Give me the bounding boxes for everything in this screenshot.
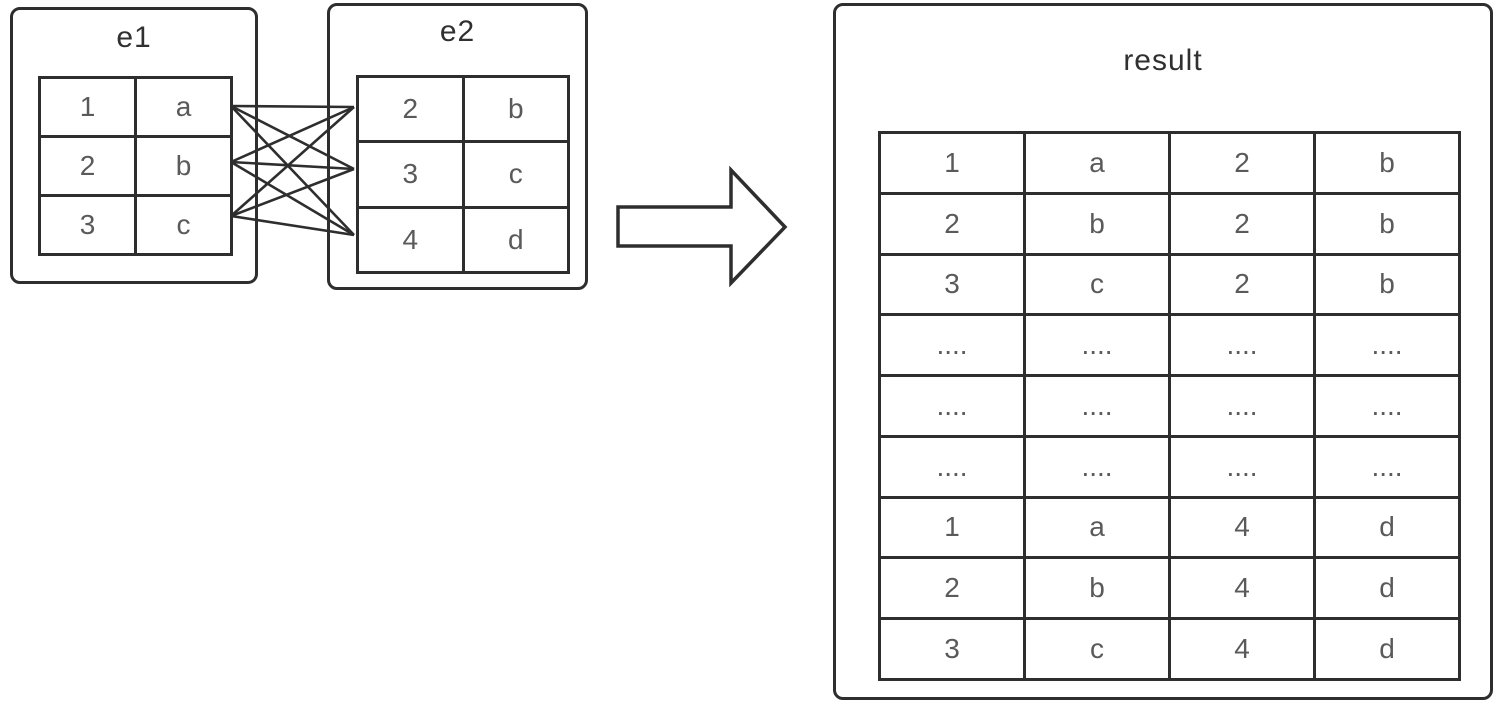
- table-cell: a: [1023, 131, 1171, 195]
- table-cell: 3: [38, 194, 137, 256]
- table-cell: c: [461, 140, 570, 209]
- e2-group-box: e2 2 b 3 c 4 d: [327, 3, 588, 290]
- table-cell: 2: [1168, 131, 1316, 195]
- table-row: .... .... .... ....: [878, 434, 1461, 499]
- table-cell: ....: [1168, 434, 1316, 499]
- table-cell: b: [1313, 252, 1461, 317]
- table-row: 1 a 4 d: [878, 495, 1461, 560]
- table-cell: b: [134, 135, 233, 197]
- table-cell: 1: [878, 131, 1026, 195]
- table-cell: b: [461, 74, 570, 144]
- table-cell: ....: [878, 313, 1026, 378]
- table-row: 1 a 2 b: [878, 131, 1461, 195]
- table-cell: b: [1023, 191, 1171, 256]
- table-row: .... .... .... ....: [878, 313, 1461, 378]
- table-cell: 2: [1168, 252, 1316, 317]
- table-cell: 4: [1168, 556, 1316, 621]
- table-cell: ....: [1023, 374, 1171, 438]
- table-cell: 4: [1168, 495, 1316, 560]
- table-row: 2 b 2 b: [878, 191, 1461, 256]
- table-row: 3 c 4 d: [878, 617, 1461, 681]
- e1-group-box: e1 1 a 2 b 3 c: [10, 7, 258, 284]
- table-row: 1 a: [38, 76, 233, 138]
- e1-title: e1: [116, 21, 152, 54]
- e2-title: e2: [439, 15, 476, 48]
- transform-arrow-icon: [616, 165, 788, 288]
- table-cell: 2: [356, 74, 465, 144]
- table-cell: c: [134, 194, 233, 256]
- table-cell: b: [1313, 191, 1461, 256]
- table-row: 3 c 2 b: [878, 252, 1461, 317]
- table-row: .... .... .... ....: [878, 374, 1461, 438]
- table-cell: ....: [878, 434, 1026, 499]
- table-row: 3 c: [38, 194, 233, 256]
- table-cell: d: [1313, 495, 1461, 560]
- table-cell: 2: [878, 556, 1026, 621]
- table-cell: ....: [1313, 313, 1461, 378]
- table-cell: b: [1313, 131, 1461, 195]
- table-cell: ....: [1023, 313, 1171, 378]
- table-cell: ....: [1313, 374, 1461, 438]
- table-cell: 1: [38, 76, 137, 138]
- table-cell: ....: [1168, 374, 1316, 438]
- table-cell: d: [1313, 617, 1461, 681]
- table-cell: a: [134, 76, 233, 138]
- table-cell: 2: [1168, 191, 1316, 256]
- table-row: 2 b: [38, 135, 233, 197]
- table-cell: 4: [356, 205, 465, 275]
- table-cell: a: [1023, 495, 1171, 560]
- table-cell: 3: [356, 140, 465, 209]
- table-cell: 4: [1168, 617, 1316, 681]
- result-title: result: [1123, 44, 1203, 77]
- table-cell: c: [1023, 252, 1171, 317]
- result-table: 1 a 2 b 2 b 2 b 3 c 2 b ..: [878, 131, 1461, 681]
- table-cell: 2: [878, 191, 1026, 256]
- table-cell: ....: [1023, 434, 1171, 499]
- table-row: 2 b: [356, 74, 570, 144]
- table-cell: ....: [1168, 313, 1316, 378]
- table-cell: c: [1023, 617, 1171, 681]
- table-cell: 1: [878, 495, 1026, 560]
- result-group-box: result 1 a 2 b 2 b 2 b 3 c 2: [833, 3, 1493, 700]
- e1-table: 1 a 2 b 3 c: [38, 76, 233, 256]
- table-row: 2 b 4 d: [878, 556, 1461, 621]
- table-cell: ....: [878, 374, 1026, 438]
- table-row: 4 d: [356, 205, 570, 275]
- table-cell: b: [1023, 556, 1171, 621]
- table-cell: d: [461, 205, 570, 275]
- e2-table: 2 b 3 c 4 d: [356, 74, 570, 275]
- table-cell: ....: [1313, 434, 1461, 499]
- table-row: 3 c: [356, 140, 570, 209]
- table-cell: 3: [878, 252, 1026, 317]
- table-cell: d: [1313, 556, 1461, 621]
- table-cell: 3: [878, 617, 1026, 681]
- table-cell: 2: [38, 135, 137, 197]
